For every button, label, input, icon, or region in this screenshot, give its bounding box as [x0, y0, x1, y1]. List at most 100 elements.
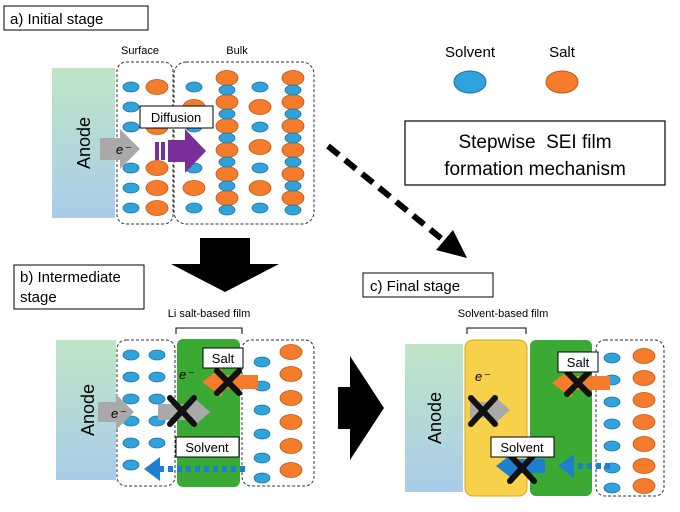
solvent-particle: [122, 162, 140, 174]
salt-particle: [632, 478, 656, 494]
electron-label-a: e⁻: [116, 142, 131, 157]
electron-arrow-a: [100, 129, 140, 169]
salt-particle: [215, 118, 239, 134]
stage-a: a) Initial stage Surface Bulk Anode e⁻ D…: [3, 5, 315, 225]
salt-particle: [281, 142, 305, 158]
dashed-arrow-a-to-c: [326, 143, 467, 258]
bulk-region-c: [595, 339, 665, 497]
solvent-particle: [122, 121, 140, 133]
electron-label-c: e⁻: [475, 369, 490, 384]
solvent-particle: [251, 121, 269, 133]
salt-particle: [279, 390, 303, 406]
salt-particle: [632, 436, 656, 452]
solvent-particle: [122, 182, 140, 194]
solvent-particle: [253, 404, 271, 416]
solvent-arrowhead-b: [144, 457, 160, 481]
solvent-particle: [603, 352, 621, 364]
solvent-particle: [284, 108, 302, 120]
salt-particle: [248, 180, 272, 196]
film-label-b: Li salt-based film: [168, 308, 251, 320]
down-arrow-a-to-b: [171, 238, 279, 292]
particles-b: [122, 344, 303, 484]
salt-particle: [145, 200, 169, 216]
blocked-x-electron-b: [167, 395, 197, 427]
anode-b-label: Anode: [78, 384, 98, 436]
solvent-label-box-c: [490, 436, 555, 458]
blocked-x-solvent-c: [507, 452, 537, 484]
solvent-particle: [253, 428, 271, 440]
salt-particle: [279, 344, 303, 360]
solvent-particle: [122, 437, 140, 449]
solvent-particle: [148, 393, 166, 405]
solvent-particle: [284, 132, 302, 144]
salt-particle: [279, 414, 303, 430]
particles-a: [122, 70, 305, 216]
electron-label-b-2: e⁻: [179, 367, 194, 382]
solvent-particle: [284, 84, 302, 96]
stage-b: b) Intermediate stage Li salt-based film…: [13, 264, 315, 487]
solvent-particle: [603, 396, 621, 408]
solvent-particle: [253, 452, 271, 464]
salt-particle: [632, 370, 656, 386]
solvent-particle: [122, 349, 140, 361]
solvent-particle: [185, 81, 203, 93]
solvent-particle: [284, 204, 302, 216]
salt-particle: [145, 79, 169, 95]
salt-particle: [279, 366, 303, 382]
anode-c: [405, 344, 463, 492]
salt-label-box-c: [557, 351, 599, 373]
salt-particle: [632, 414, 656, 430]
legend-salt-ellipse: [545, 70, 579, 94]
solvent-particle: [122, 101, 140, 113]
salt-particle: [632, 348, 656, 364]
solvent-particle: [284, 156, 302, 168]
legend-solvent-label: Solvent: [445, 44, 496, 61]
surface-label: Surface: [121, 45, 159, 57]
solvent-particle: [218, 180, 236, 192]
blocked-x-salt-b: [214, 368, 242, 396]
legend-salt-label: Salt: [549, 44, 576, 61]
salt-particle: [215, 94, 239, 110]
title-box: Stepwise SEI film formation mechanism: [404, 120, 666, 186]
salt-particle: [215, 166, 239, 182]
salt-particle: [145, 160, 169, 176]
salt-particle: [281, 118, 305, 134]
solvent-label-box-b: [175, 436, 240, 458]
solvent-particle: [218, 84, 236, 96]
legend-solvent-ellipse: [453, 70, 487, 94]
solvent-particle: [122, 81, 140, 93]
stage-b-label-line-1: b) Intermediate: [20, 269, 121, 286]
salt-particle: [281, 70, 305, 86]
solvent-particle: [284, 180, 302, 192]
solvent-particle: [122, 202, 140, 214]
film-bracket-b: [175, 327, 243, 334]
solvent-particle: [251, 202, 269, 214]
salt-particle: [632, 392, 656, 408]
solvent-particle: [218, 204, 236, 216]
solvent-particle: [122, 371, 140, 383]
solvent-label-c: Solvent: [500, 440, 544, 455]
salt-particle: [215, 190, 239, 206]
salt-particle: [145, 180, 169, 196]
solvent-particle: [603, 418, 621, 430]
salt-label-b: Salt: [212, 351, 235, 366]
bulk-label: Bulk: [226, 45, 248, 57]
film-bracket-c: [466, 327, 527, 334]
anode-c-label: Anode: [425, 392, 445, 444]
solvent-particle: [603, 482, 621, 494]
diffusion-label-box: [139, 105, 214, 129]
title-line-1: Stepwise SEI film: [458, 132, 611, 153]
stage-b-label-line-2: stage: [20, 289, 57, 306]
legend: Solvent Salt: [445, 44, 579, 94]
solvent-particle: [122, 459, 140, 471]
salt-particle: [281, 190, 305, 206]
solvent-particle: [185, 202, 203, 214]
salt-particle: [279, 438, 303, 454]
salt-particle: [632, 458, 656, 474]
salt-particle: [279, 462, 303, 478]
bulk-region-b: [241, 339, 315, 487]
solvent-particle: [218, 132, 236, 144]
solvent-particle: [253, 472, 271, 484]
solvent-particle: [148, 371, 166, 383]
